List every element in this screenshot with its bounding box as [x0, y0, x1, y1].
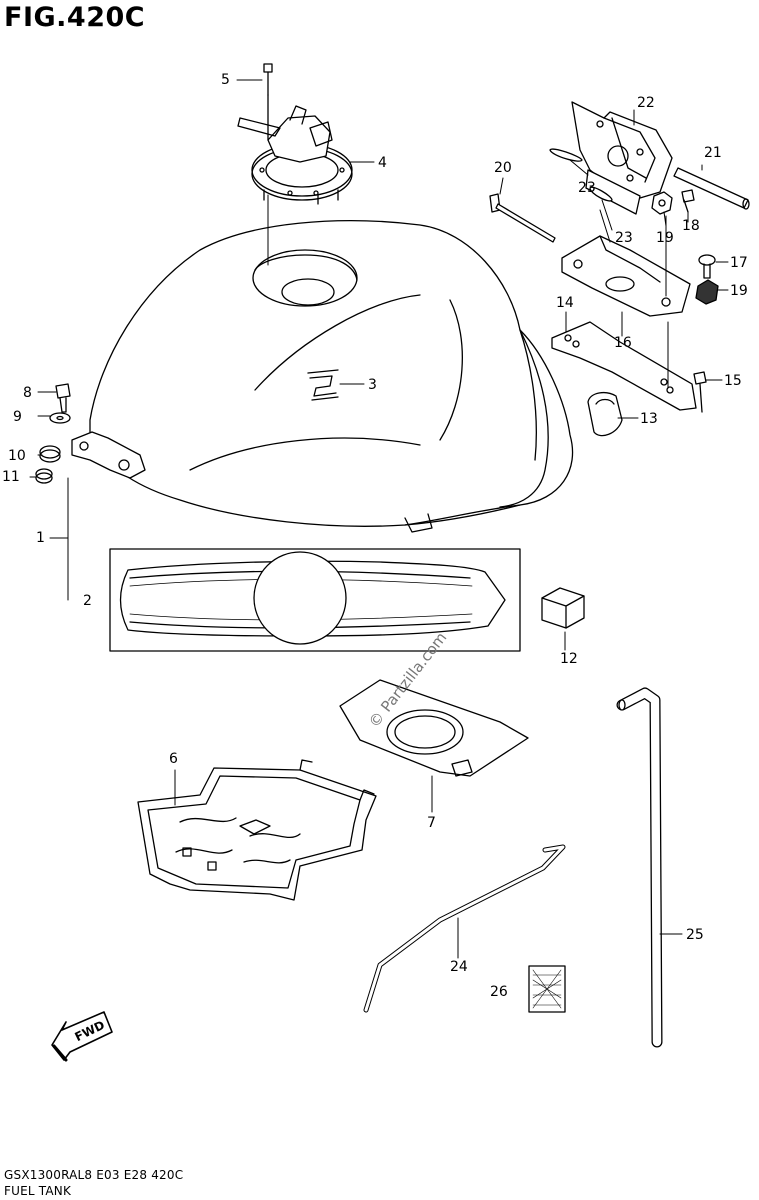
damper-13[interactable] [587, 391, 623, 437]
bolt-20[interactable] [489, 193, 556, 243]
bolt-15[interactable] [693, 371, 707, 413]
tape-2[interactable] [119, 551, 506, 645]
callout-19-lower[interactable]: 19 [730, 283, 748, 299]
plate-7[interactable] [339, 679, 529, 777]
nut-19-lower[interactable] [695, 279, 719, 305]
figure-title: FIG.420C [4, 2, 146, 33]
bolt-8[interactable] [55, 383, 71, 413]
callout-13[interactable]: 13 [640, 411, 658, 427]
bracket-16[interactable] [561, 235, 691, 317]
callout-14[interactable]: 14 [556, 295, 574, 311]
tube-25[interactable] [616, 687, 663, 1048]
section-name: FUEL TANK [4, 1184, 72, 1198]
pin-23-lower[interactable] [589, 186, 613, 202]
callout-9[interactable]: 9 [13, 409, 22, 425]
pin-23-upper[interactable] [549, 148, 583, 162]
callout-17[interactable]: 17 [730, 255, 748, 271]
grommet-10[interactable] [39, 445, 61, 463]
callout-12[interactable]: 12 [560, 651, 578, 667]
callout-19-upper[interactable]: 19 [656, 230, 674, 246]
bracket-22[interactable] [571, 101, 673, 215]
callout-11[interactable]: 11 [2, 469, 20, 485]
fuel-cap-assembly[interactable] [237, 105, 353, 205]
callout-6[interactable]: 6 [169, 751, 178, 767]
plate-14[interactable] [551, 321, 697, 411]
callout-1[interactable]: 1 [36, 530, 45, 546]
insulator-6[interactable] [137, 759, 377, 901]
callout-10[interactable]: 10 [8, 448, 26, 464]
callout-21[interactable]: 21 [704, 145, 722, 161]
callout-26[interactable]: 26 [490, 984, 508, 1000]
label-26[interactable] [528, 965, 566, 1013]
callout-3[interactable]: 3 [368, 377, 377, 393]
callout-5[interactable]: 5 [221, 72, 230, 88]
callout-2[interactable]: 2 [83, 593, 92, 609]
washer-9[interactable] [49, 412, 71, 424]
nut-19-upper[interactable] [651, 191, 673, 215]
callout-15[interactable]: 15 [724, 373, 742, 389]
callout-7[interactable]: 7 [427, 815, 436, 831]
callout-25[interactable]: 25 [686, 927, 704, 943]
callout-23-lower[interactable]: 23 [615, 230, 633, 246]
callout-22[interactable]: 22 [637, 95, 655, 111]
fuel-tank[interactable] [71, 220, 574, 533]
hose-24[interactable] [363, 844, 566, 1013]
fwd-arrow-icon [51, 1011, 113, 1062]
shaft-21[interactable] [673, 167, 750, 210]
callout-18[interactable]: 18 [682, 218, 700, 234]
collar-11[interactable] [35, 468, 53, 484]
bolt-18[interactable] [681, 189, 695, 213]
callout-23-upper[interactable]: 23 [578, 180, 596, 196]
leader-lines [29, 79, 729, 959]
bolt-5[interactable] [263, 63, 273, 96]
callout-8[interactable]: 8 [23, 385, 32, 401]
callout-4[interactable]: 4 [378, 155, 387, 171]
screw-17[interactable] [698, 254, 716, 279]
callout-16[interactable]: 16 [614, 335, 632, 351]
callout-24[interactable]: 24 [450, 959, 468, 975]
model-code: GSX1300RAL8 E03 E28 420C [4, 1168, 184, 1182]
cushion-12[interactable] [541, 587, 585, 629]
callout-20[interactable]: 20 [494, 160, 512, 176]
